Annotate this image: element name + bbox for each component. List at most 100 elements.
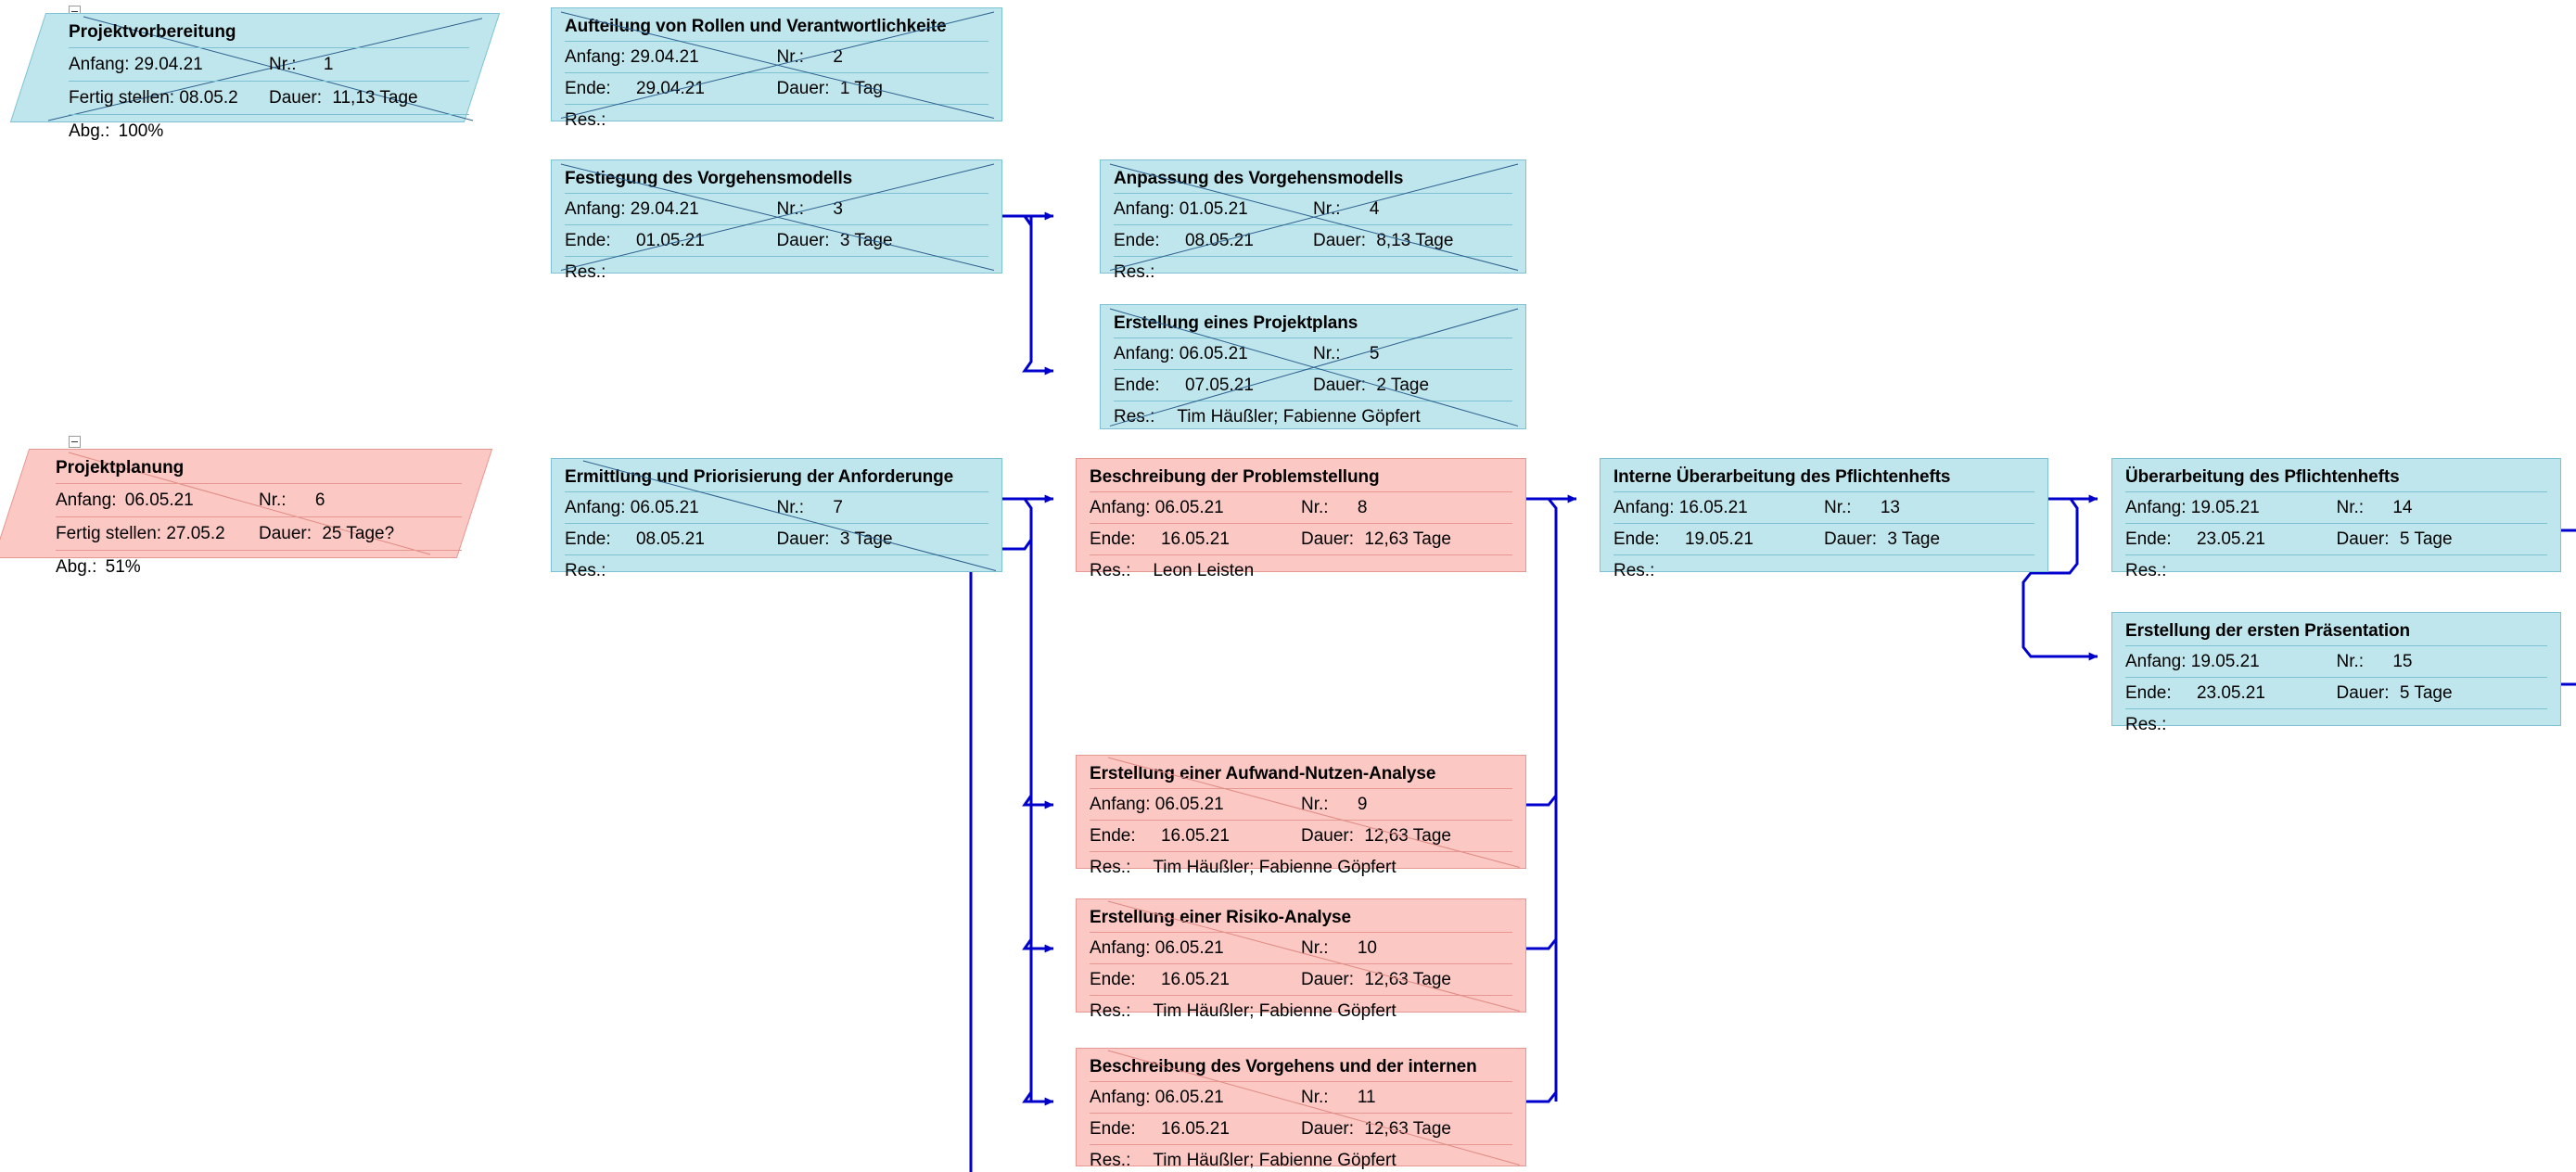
task-node-3[interactable]: Festiegung des Vorgehensmodells Anfang: … <box>551 159 1002 282</box>
divider <box>2125 554 2547 555</box>
label-res: Res.: <box>565 262 606 282</box>
divider <box>565 224 988 225</box>
collapse-toggle-s6[interactable] <box>69 436 81 448</box>
divider <box>565 72 988 73</box>
value-anfang: 19.05.21 <box>2190 652 2260 671</box>
value-anfang: 19.05.21 <box>2190 498 2260 517</box>
value-anfang: 06.05.21 <box>1154 498 1224 517</box>
value-fertig: 27.05.2 <box>166 524 225 543</box>
task-node-5[interactable]: Erstellung eines Projektplans Anfang: 06… <box>1100 304 1526 429</box>
label-anfang: Anfang: <box>56 490 117 510</box>
link-3-4 <box>1002 214 1033 230</box>
divider <box>2125 708 2547 709</box>
task-title: Ermittlung und Priorisierung der Anforde… <box>565 467 954 487</box>
label-anfang: Anfang: <box>2125 498 2187 517</box>
value-res <box>606 260 628 285</box>
task-row-end: Ende: 29.04.21 Dauer: 1 Tag <box>565 76 988 101</box>
value-res <box>2166 558 2188 583</box>
summary-title: Projektplanung <box>56 458 185 478</box>
task-row-end: Ende: 08.05.21 Dauer: 3 Tage <box>565 527 988 552</box>
divider <box>1090 1081 1512 1082</box>
task-row-start: Anfang: 06.05.21 Nr.: 10 <box>1090 936 1512 961</box>
label-anfang: Anfang: <box>565 47 626 67</box>
label-ende: Ende: <box>565 79 611 98</box>
link-3-5 <box>1022 215 1054 376</box>
link-10-13 <box>1526 938 1558 950</box>
divider <box>1090 1144 1512 1145</box>
divider <box>56 483 462 484</box>
task-node-4[interactable]: Anpassung des Vorgehensmodells Anfang: 0… <box>1100 159 1526 282</box>
value-res <box>2166 712 2188 737</box>
label-anfang: Anfang: <box>1613 498 1675 517</box>
divider <box>1090 963 1512 964</box>
value-anfang: 29.04.21 <box>630 199 699 219</box>
label-dauer: Dauer: <box>1301 970 1355 989</box>
value-nr: 14 <box>2392 498 2413 517</box>
value-nr: 7 <box>833 498 843 517</box>
label-nr: Nr.: <box>259 490 287 510</box>
label-dauer: Dauer: <box>259 524 312 543</box>
task-node-13[interactable]: Interne Überarbeitung des Pflichtenhefts… <box>1600 458 2048 580</box>
task-row-start: Anfang: 06.05.21 Nr.: 7 <box>565 495 988 520</box>
task-node-8[interactable]: Beschreibung der Problemstellung Anfang:… <box>1076 458 1526 580</box>
label-anfang: Anfang: <box>1114 344 1175 363</box>
label-nr: Nr.: <box>269 55 297 74</box>
value-dauer: 5 Tage <box>2399 683 2453 703</box>
link-7-left-trunk <box>969 539 1033 1172</box>
value-dauer: 5 Tage <box>2399 529 2453 549</box>
task-row-start: Anfang: 29.04.21 Nr.: 2 <box>565 45 988 70</box>
task-node-15[interactable]: Erstellung der ersten Präsentation Anfan… <box>2111 612 2561 734</box>
value-res: Leon Leisten <box>1153 561 1255 580</box>
link-11-13 <box>1526 1091 1558 1103</box>
divider <box>565 554 988 555</box>
value-anfang: 06.05.21 <box>630 498 699 517</box>
task-node-10[interactable]: Erstellung einer Risiko-Analyse Anfang: … <box>1076 898 1526 1021</box>
summary-row-finish: Fertig stellen: 27.05.2 Dauer: 25 Tage? <box>56 521 462 546</box>
label-anfang: Anfang: <box>565 498 626 517</box>
label-ende: Ende: <box>2125 529 2172 549</box>
link-7-10 <box>1022 938 1054 953</box>
task-node-11[interactable]: Beschreibung des Vorgehens und der inter… <box>1076 1048 1526 1170</box>
label-res: Res.: <box>1090 1151 1131 1170</box>
task-title: Beschreibung des Vorgehens und der inter… <box>1090 1057 1477 1076</box>
divider <box>1613 554 2034 555</box>
divider <box>565 41 988 42</box>
label-anfang: Anfang: <box>1090 795 1151 814</box>
divider <box>1090 932 1512 933</box>
value-nr: 3 <box>833 199 843 219</box>
value-ende: 16.05.21 <box>1160 826 1230 846</box>
task-row-end: Ende: 16.05.21 Dauer: 12,63 Tage <box>1090 527 1512 552</box>
value-dauer: 12,63 Tage <box>1364 826 1451 846</box>
task-node-9[interactable]: Erstellung einer Aufwand-Nutzen-Analyse … <box>1076 755 1526 877</box>
label-fertig: Fertig stellen: <box>56 524 162 543</box>
task-title: Beschreibung der Problemstellung <box>1090 467 1380 487</box>
label-ende: Ende: <box>1114 376 1160 395</box>
task-row-resource: Res.: Tim Häußler; Fabienne Göpfert <box>1090 855 1512 880</box>
task-node-14[interactable]: Überarbeitung des Pflichtenhefts Anfang:… <box>2111 458 2561 580</box>
divider <box>1114 224 1512 225</box>
divider <box>1114 193 1512 194</box>
summary-node-projektplanung[interactable]: Projektplanung Anfang: 06.05.21 Nr.: 6 F… <box>0 449 493 577</box>
summary-row-start: Anfang: 06.05.21 Nr.: 6 <box>56 488 462 513</box>
task-node-2[interactable]: Aufteilung von Rollen und Verantwortlich… <box>551 7 1002 130</box>
divider <box>2125 491 2547 492</box>
value-dauer: 1 Tag <box>839 79 883 98</box>
task-row-resource: Res.: <box>1114 260 1512 285</box>
label-ende: Ende: <box>1090 826 1136 846</box>
summary-node-projektvorbereitung[interactable]: Projektvorbereitung Anfang: 29.04.21 Nr.… <box>9 13 501 141</box>
label-ende: Ende: <box>2125 683 2172 703</box>
value-dauer: 12,63 Tage <box>1364 1119 1451 1139</box>
value-ende: 23.05.21 <box>2196 529 2265 549</box>
summary-title: Projektvorbereitung <box>69 22 236 42</box>
value-anfang: 16.05.21 <box>1678 498 1748 517</box>
value-nr: 13 <box>1880 498 1900 517</box>
value-res <box>1154 260 1177 285</box>
task-node-7[interactable]: Ermittlung und Priorisierung der Anforde… <box>551 458 1002 580</box>
value-ende: 16.05.21 <box>1160 1119 1230 1139</box>
divider <box>565 491 988 492</box>
value-ende: 16.05.21 <box>1160 970 1230 989</box>
task-row-resource: Res.: Tim Häußler; Fabienne Göpfert <box>1090 1148 1512 1172</box>
task-title: Festiegung des Vorgehensmodells <box>565 169 853 188</box>
value-res <box>606 558 628 583</box>
